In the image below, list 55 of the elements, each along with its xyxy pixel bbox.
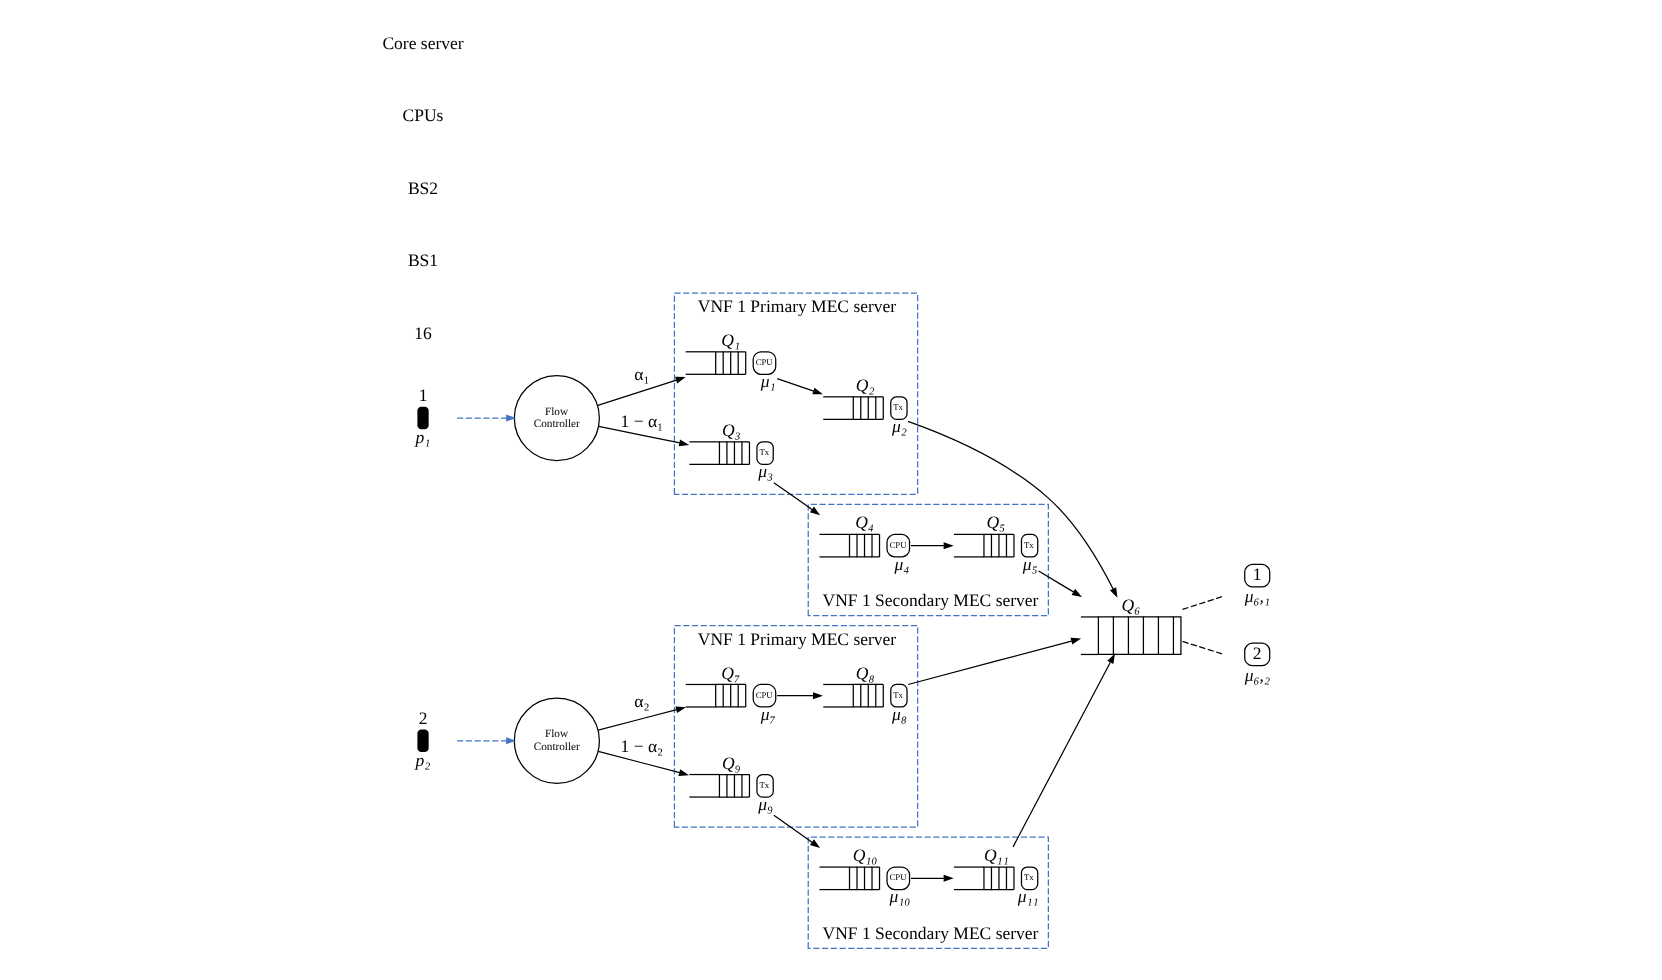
edge-label: α₁ bbox=[633, 363, 649, 384]
arrow bbox=[1037, 570, 1081, 598]
node-label: p₂ bbox=[414, 750, 430, 771]
node-label: μ₁₁ bbox=[1016, 886, 1038, 907]
arrow bbox=[455, 414, 516, 422]
node-label: 2 bbox=[417, 707, 427, 728]
node-label: Q₂ bbox=[854, 374, 874, 395]
edge-label: 1 − α₂ bbox=[619, 736, 663, 757]
arrow bbox=[909, 542, 953, 550]
label: CPUs bbox=[401, 105, 443, 126]
arrow bbox=[775, 377, 822, 395]
arrow bbox=[909, 874, 953, 882]
arrow bbox=[597, 425, 689, 447]
label: BS1 bbox=[406, 250, 438, 271]
node-label: Q₉ bbox=[720, 752, 740, 773]
node-label: Q₈ bbox=[854, 662, 874, 683]
node-box bbox=[416, 406, 428, 430]
node-label: Q₃ bbox=[720, 419, 740, 440]
arrow bbox=[455, 737, 516, 745]
label: Core server bbox=[381, 32, 463, 53]
connector bbox=[1180, 595, 1224, 611]
node-label: μ₅ bbox=[1021, 553, 1037, 574]
node-label: 1 bbox=[417, 384, 427, 405]
node-label: μ₃ bbox=[757, 461, 773, 482]
node-box bbox=[416, 729, 428, 752]
node-label: Q₁₁ bbox=[982, 845, 1008, 866]
node-label: μ₈ bbox=[891, 703, 906, 724]
arrow bbox=[772, 482, 820, 516]
node-label: p₁ bbox=[414, 427, 430, 448]
arrow bbox=[596, 706, 685, 731]
node-label: Q₅ bbox=[985, 512, 1005, 533]
edge-label: 1 − α₁ bbox=[619, 411, 663, 432]
arrow bbox=[596, 750, 688, 776]
label: BS2 bbox=[406, 177, 438, 198]
node-label: μ₂ bbox=[891, 416, 906, 437]
node-label: μ₉ bbox=[757, 793, 773, 814]
node-label: μ₁₀ bbox=[888, 886, 910, 907]
edge-label: α₂ bbox=[633, 691, 649, 712]
node-label: Q₁₀ bbox=[851, 845, 877, 866]
node-label: Q₆ bbox=[1120, 594, 1140, 615]
node-label: μ₆,₂ bbox=[1243, 664, 1270, 685]
arrow bbox=[906, 637, 1081, 686]
node-label: Q₁ bbox=[720, 329, 740, 350]
node-label: Q₄ bbox=[854, 512, 873, 533]
node-label: μ₄ bbox=[893, 553, 909, 574]
node-label: Q₇ bbox=[720, 662, 740, 683]
node-label: μ₇ bbox=[759, 703, 775, 724]
label: 16 bbox=[413, 322, 431, 343]
connector bbox=[1180, 640, 1224, 655]
arrow bbox=[772, 814, 820, 848]
arrow bbox=[596, 376, 685, 406]
arrow bbox=[906, 420, 1117, 598]
node-label: μ₁ bbox=[759, 371, 775, 392]
arrow bbox=[775, 692, 822, 700]
node-label: μ₆,₁ bbox=[1243, 586, 1270, 607]
